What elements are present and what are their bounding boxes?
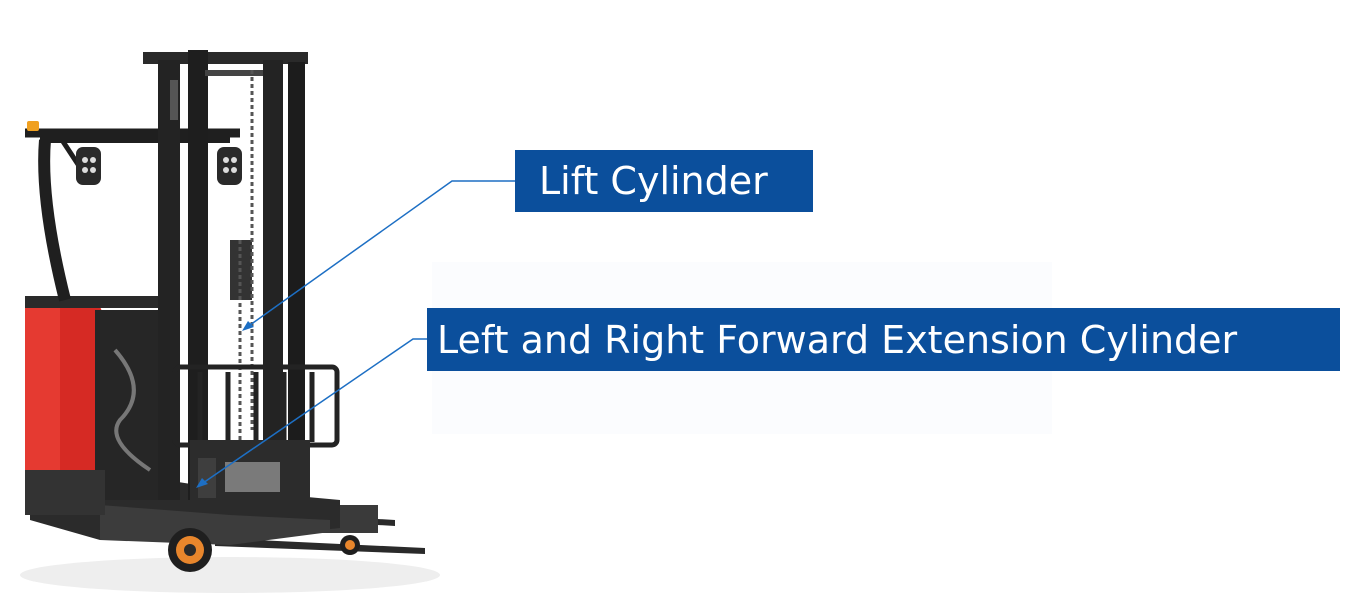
ground-shadow xyxy=(20,557,440,593)
extension-mechanism xyxy=(190,440,310,500)
lift-cylinder-leader xyxy=(242,180,515,331)
wheels xyxy=(168,528,360,572)
work-lights xyxy=(76,147,242,185)
extension-cylinder-leader xyxy=(196,338,427,488)
warning-light xyxy=(27,121,39,131)
extension-cylinder-label: Left and Right Forward Extension Cylinde… xyxy=(427,308,1340,371)
lift-cylinder-label: Lift Cylinder xyxy=(515,150,813,212)
hydraulic-hose xyxy=(113,348,152,472)
lift-chain xyxy=(238,70,254,440)
